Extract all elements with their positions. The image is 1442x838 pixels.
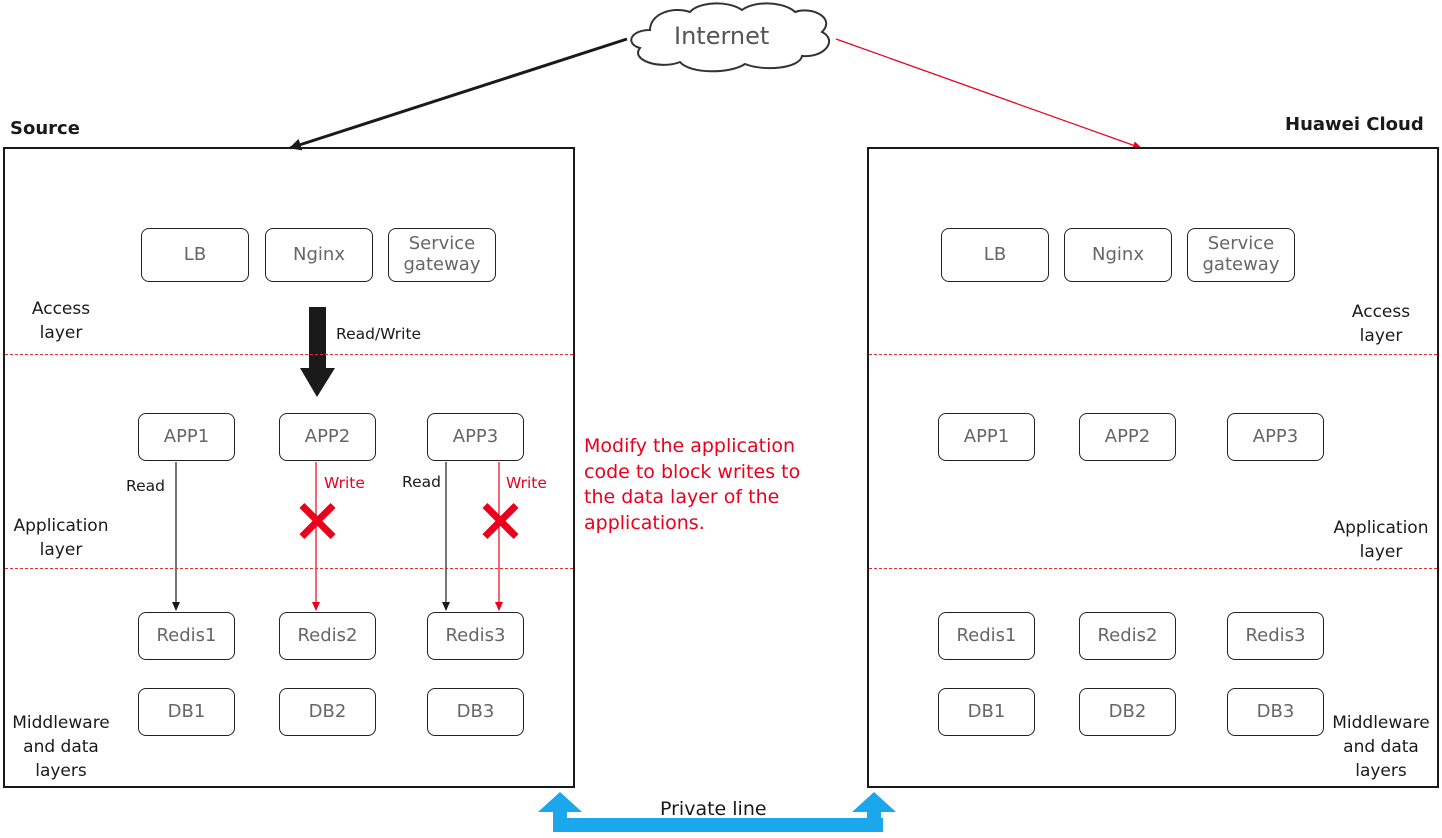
app3-read-label: Read bbox=[402, 473, 441, 491]
source-db1-node: DB1 bbox=[138, 688, 235, 736]
read-write-label: Read/Write bbox=[336, 325, 422, 343]
source-app1-node: APP1 bbox=[138, 413, 235, 461]
internet-to-cloud-arrow bbox=[835, 38, 1142, 150]
source-redis2-node: Redis2 bbox=[279, 612, 376, 660]
source-panel bbox=[3, 147, 575, 788]
source-service-gateway-node: Service gateway bbox=[388, 228, 496, 282]
cloud-nginx-node: Nginx bbox=[1064, 228, 1172, 282]
source-app3-node: APP3 bbox=[427, 413, 524, 461]
internet-cloud-icon bbox=[630, 2, 830, 73]
source-redis1-node: Redis1 bbox=[138, 612, 235, 660]
modification-note: Modify the application code to block wri… bbox=[584, 435, 801, 534]
source-divider-access bbox=[5, 354, 573, 355]
cloud-service-gateway-node: Service gateway bbox=[1187, 228, 1295, 282]
cloud-access-layer-label: Access layer bbox=[1351, 302, 1411, 346]
cloud-app1-node: APP1 bbox=[938, 413, 1035, 461]
source-access-layer-label: Access layer bbox=[31, 299, 91, 343]
cloud-db2-node: DB2 bbox=[1079, 688, 1176, 736]
source-divider-application bbox=[5, 568, 573, 569]
cloud-app2-node: APP2 bbox=[1079, 413, 1176, 461]
source-nginx-node: Nginx bbox=[265, 228, 373, 282]
cloud-panel bbox=[867, 147, 1439, 788]
app1-read-label: Read bbox=[126, 477, 165, 495]
cloud-app3-node: APP3 bbox=[1227, 413, 1324, 461]
app3-write-label: Write bbox=[506, 474, 547, 492]
read-write-arrow bbox=[300, 307, 335, 397]
cloud-title: Huawei Cloud bbox=[1285, 114, 1424, 135]
cloud-redis1-node: Redis1 bbox=[938, 612, 1035, 660]
cloud-divider-application bbox=[869, 568, 1437, 569]
internet-label: Internet bbox=[674, 22, 770, 50]
cloud-db1-node: DB1 bbox=[938, 688, 1035, 736]
cloud-middleware-layer-label: Middleware and data layers bbox=[1332, 713, 1430, 781]
internet-to-source-arrow bbox=[289, 37, 628, 151]
cloud-redis3-node: Redis3 bbox=[1227, 612, 1324, 660]
source-middleware-layer-label: Middleware and data layers bbox=[12, 713, 110, 781]
source-title: Source bbox=[10, 118, 80, 139]
blocked-cross-icon bbox=[480, 501, 520, 541]
cloud-application-layer-label: Application layer bbox=[1333, 518, 1429, 562]
source-app2-node: APP2 bbox=[279, 413, 376, 461]
cloud-divider-access bbox=[869, 354, 1437, 355]
cloud-redis2-node: Redis2 bbox=[1079, 612, 1176, 660]
app2-write-label: Write bbox=[324, 474, 365, 492]
source-db3-node: DB3 bbox=[427, 688, 524, 736]
source-redis3-node: Redis3 bbox=[427, 612, 524, 660]
cloud-lb-node: LB bbox=[941, 228, 1049, 282]
blocked-cross-icon bbox=[297, 501, 337, 541]
private-line-label: Private line bbox=[660, 798, 767, 820]
cloud-db3-node: DB3 bbox=[1227, 688, 1324, 736]
source-db2-node: DB2 bbox=[279, 688, 376, 736]
private-line-connector bbox=[538, 792, 896, 832]
source-application-layer-label: Application layer bbox=[13, 516, 109, 560]
source-lb-node: LB bbox=[141, 228, 249, 282]
